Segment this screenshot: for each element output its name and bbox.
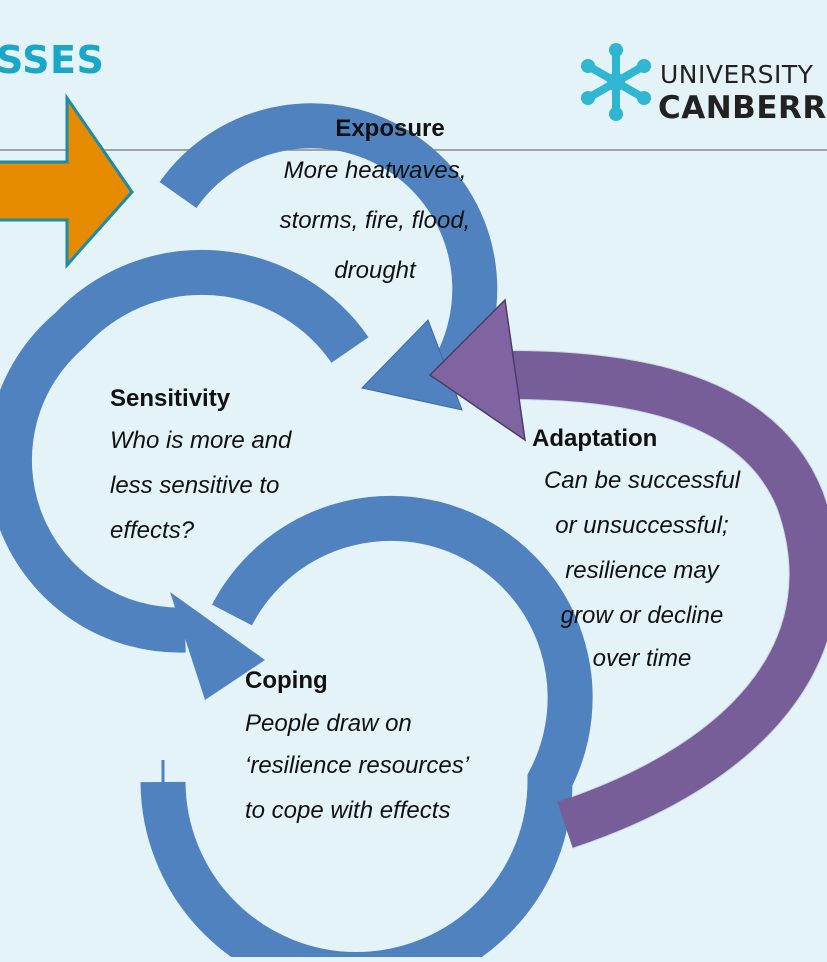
exposure-title: Exposure [335, 115, 445, 142]
adaptation-title: Adaptation [532, 425, 658, 452]
coping-ring [140, 495, 593, 962]
sensitivity-desc-2: less sensitive to [110, 472, 280, 499]
adaptation-desc-1: Can be successful [543, 467, 741, 494]
coping-desc-1: People draw on [245, 710, 412, 737]
exposure-desc-2: storms, fire, flood, [279, 207, 471, 234]
adaptation-arrowhead [428, 298, 526, 442]
sensitivity-ring [0, 249, 369, 653]
exposure-desc-3: drought [334, 257, 416, 284]
logo-text-canberra: CANBERRA [658, 90, 827, 126]
adaptation-arrow [509, 351, 827, 848]
page-title-fragment: SSES [0, 38, 105, 82]
exposure-desc-1: More heatwaves, [283, 157, 467, 184]
adaptation-desc-5: over time [592, 645, 692, 672]
sensitivity-title: Sensitivity [110, 385, 231, 412]
coping-title: Coping [245, 667, 328, 694]
canberra-snowflake-logo-icon [581, 43, 651, 121]
adaptation-desc-3: resilience may [565, 557, 719, 584]
sensitivity-desc-1: Who is more and [110, 427, 292, 454]
coping-desc-2: ‘resilience resources’ [245, 752, 470, 779]
coping-desc-3: to cope with effects [245, 797, 451, 824]
sensitivity-arrowhead [170, 592, 265, 700]
adaptation-desc-4: grow or decline [560, 602, 724, 629]
input-arrow [0, 93, 134, 269]
logo-text-university: UNIVERSITY [660, 60, 814, 89]
sensitivity-desc-3: effects? [110, 517, 195, 544]
adaptation-desc-2: or unsuccessful; [555, 512, 729, 539]
exposure-ring [159, 103, 498, 396]
